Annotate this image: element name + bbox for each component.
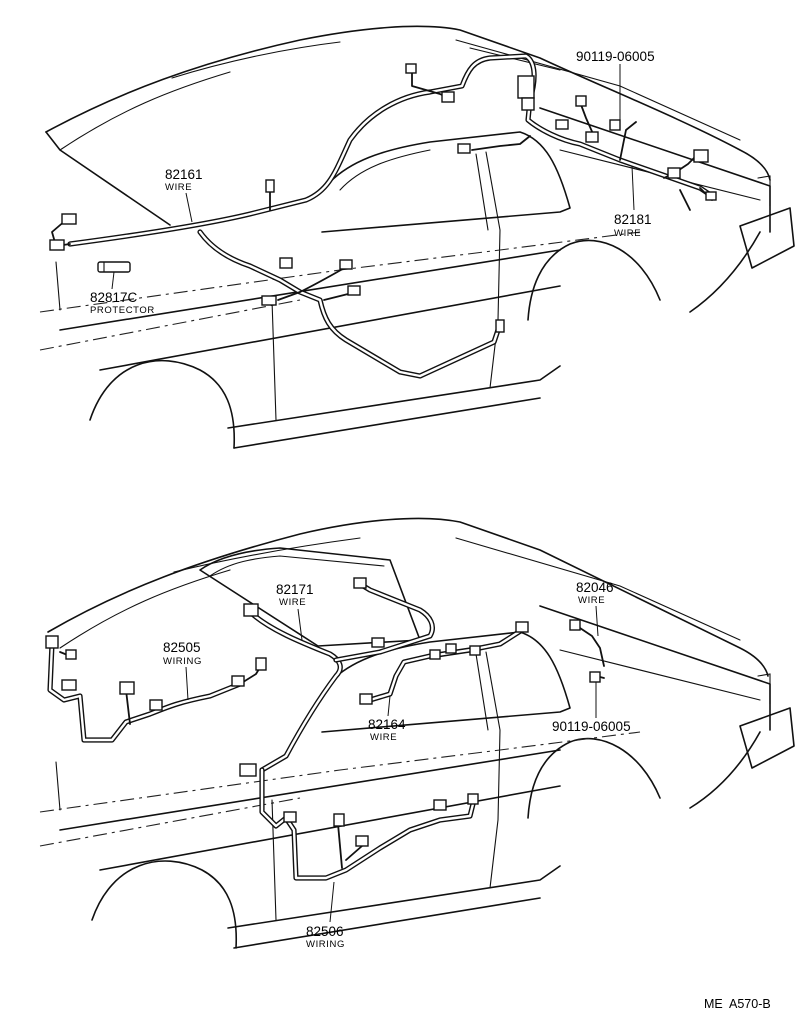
protector-82817c-graphic [97, 261, 131, 273]
svg-text:WIRING: WIRING [163, 656, 202, 667]
svg-text:82164: 82164 [368, 717, 406, 732]
svg-text:90119-06005: 90119-06005 [552, 719, 631, 734]
svg-text:PROTECTOR: PROTECTOR [90, 305, 155, 316]
svg-text:82171: 82171 [276, 582, 314, 597]
callout-90119-06005-bottom: 90119-06005 [552, 682, 631, 734]
svg-text:82506: 82506 [306, 924, 344, 939]
callout-82164: 82164 WIRE [368, 695, 406, 743]
top-car-body [39, 25, 795, 449]
callout-82817c: 82817C PROTECTOR [90, 271, 155, 316]
svg-text:WIRE: WIRE [578, 595, 605, 606]
callout-82161: 82161 WIRE [165, 167, 203, 223]
svg-text:82817C: 82817C [90, 290, 138, 305]
svg-text:WIRING: WIRING [306, 939, 345, 950]
svg-text:82161: 82161 [165, 167, 203, 182]
callout-90119-06005-top: 90119-06005 [576, 49, 655, 124]
reference-code: ME A570-B [704, 997, 771, 1011]
callout-82181: 82181 WIRE [614, 165, 652, 239]
callout-82171: 82171 WIRE [276, 582, 314, 641]
bottom-car-body [39, 517, 795, 949]
svg-text:WIRE: WIRE [165, 182, 192, 193]
callout-82046: 82046 WIRE [576, 580, 614, 637]
svg-text:WIRE: WIRE [614, 228, 641, 239]
svg-text:WIRE: WIRE [279, 597, 306, 608]
callout-82506: 82506 WIRING [306, 881, 345, 950]
svg-text:90119-06005: 90119-06005 [576, 49, 655, 64]
svg-text:WIRE: WIRE [370, 732, 397, 743]
svg-text:82046: 82046 [576, 580, 614, 595]
svg-text:82505: 82505 [163, 640, 201, 655]
callout-82505: 82505 WIRING [163, 640, 202, 701]
bottom-car-harnesses [45, 577, 605, 881]
svg-text:82181: 82181 [614, 212, 652, 227]
top-car-harnesses [49, 53, 717, 379]
